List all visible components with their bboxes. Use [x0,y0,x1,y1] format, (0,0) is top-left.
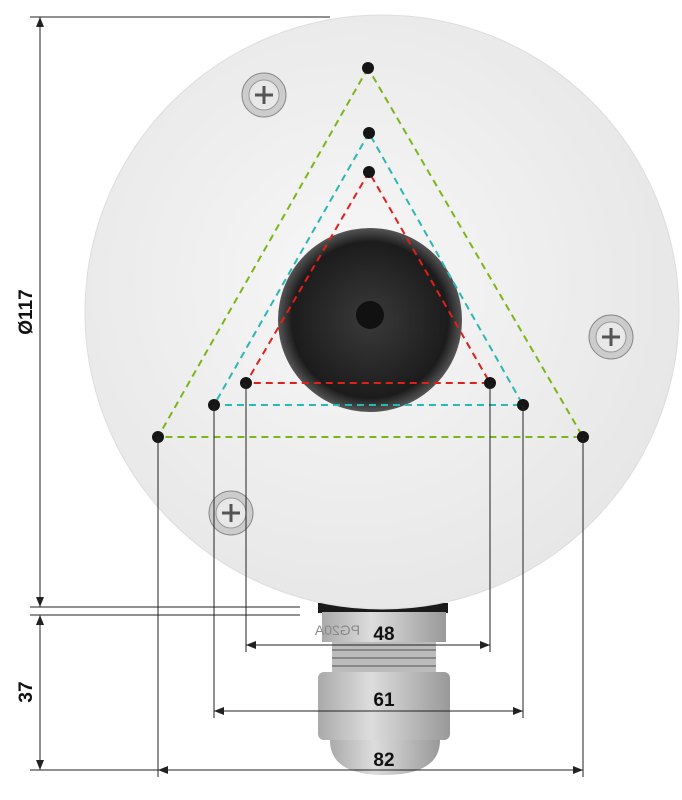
diameter-label: Ø117 [16,289,37,334]
spacing-61-label: 61 [373,690,395,711]
hole-pattern-61 [212,130,525,406]
dimension-lines [30,16,584,777]
hole-pattern-82 [156,65,585,438]
gland-marking: PG20A [314,622,360,638]
screw-icon [241,72,287,118]
cable-gland: PG20A [314,603,450,775]
height-label: 37 [16,681,37,702]
spacing-48-label: 48 [373,624,394,645]
hole-pattern-48 [244,170,492,384]
screw-icon [588,314,634,360]
screw-icon [208,490,254,536]
spacing-82-label: 82 [373,750,394,771]
